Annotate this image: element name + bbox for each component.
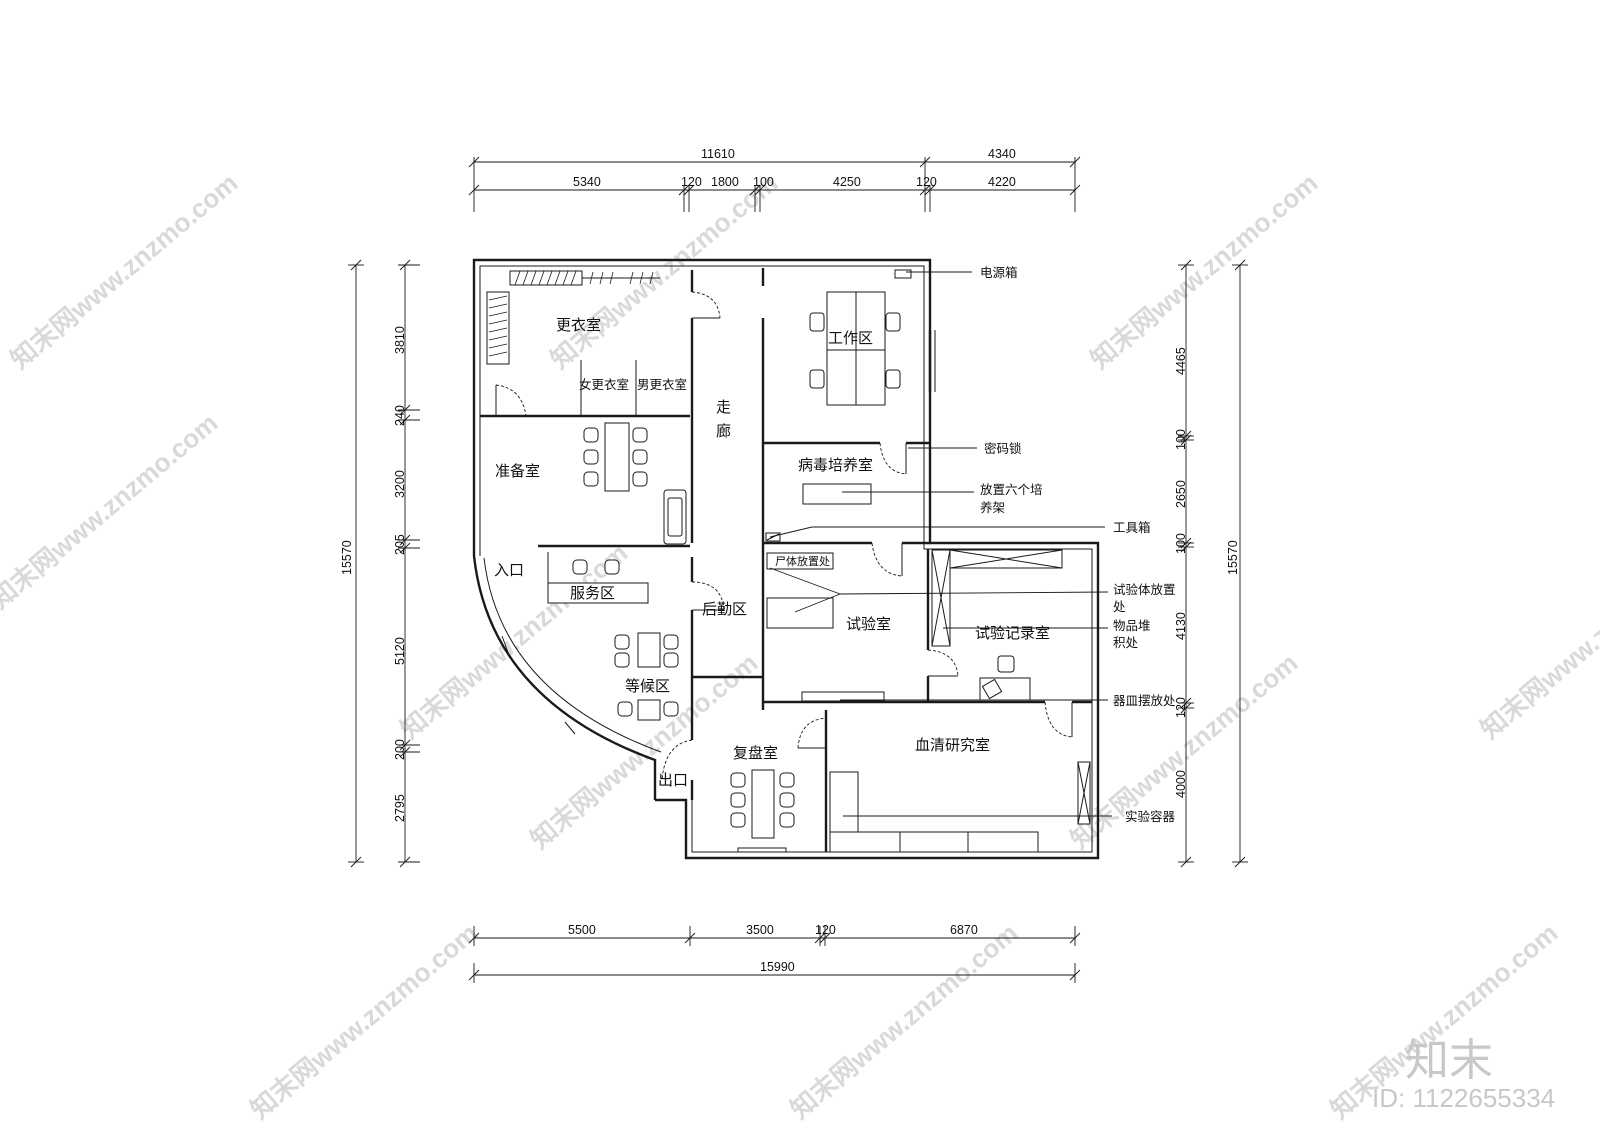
dim-bottom-seg: 6870 [950, 923, 978, 937]
interior-walls [480, 268, 1092, 852]
watermark-text: 知末网www.znzmo.com [1085, 167, 1324, 374]
watermark-text: 知末网www.znzmo.com [785, 917, 1024, 1124]
label-service-area: 服务区 [570, 584, 615, 602]
label-male-changing: 男更衣室 [637, 377, 687, 392]
dim-bottom-total: 15990 [760, 960, 795, 974]
label-prep-room: 准备室 [495, 462, 540, 480]
dim-bottom-seg: 3500 [746, 923, 774, 937]
dim-right-total: 15570 [1226, 540, 1240, 575]
dim-top-seg: 4220 [988, 175, 1016, 189]
label-virus-culture: 病毒培养室 [798, 456, 873, 474]
watermark-text: 知末网www.znzmo.com [0, 407, 223, 614]
dim-left-seg: 205 [393, 534, 407, 555]
dim-top-seg: 4250 [833, 175, 861, 189]
note-containers: 实验容器 [1125, 809, 1176, 824]
dim-right-seg: 4465 [1174, 347, 1188, 375]
label-corpse-storage: 尸体放置处 [775, 554, 830, 568]
label-waiting-area: 等候区 [625, 677, 670, 695]
dim-right-seg: 4130 [1174, 612, 1188, 640]
dim-left-seg: 2795 [393, 794, 407, 822]
dim-left-seg: 3810 [393, 326, 407, 354]
dim-top-seg: 120 [916, 175, 937, 189]
note-power-box: 电源箱 [980, 265, 1018, 280]
note-storage-1: 物品堆 [1113, 618, 1151, 633]
dim-left-seg: 3200 [393, 470, 407, 498]
dim-right-seg: 2650 [1174, 480, 1188, 508]
dim-right-seg: 120 [1174, 697, 1188, 718]
label-entrance: 入口 [494, 561, 524, 579]
dim-top-seg: 120 [681, 175, 702, 189]
bottom-dimensions: 5500 3500 120 6870 15990 [468, 923, 1081, 983]
watermark-layer: 知末网www.znzmo.com 知末网www.znzmo.com 知末网www… [0, 167, 1600, 1124]
id-watermark: ID: 1122655334 [1372, 1083, 1555, 1113]
dim-right-seg: 100 [1174, 533, 1188, 554]
dim-right-seg: 4000 [1174, 770, 1188, 798]
watermark-text: 知末网www.znzmo.com [1065, 647, 1304, 854]
right-dimensions: 15570 4465 100 2650 100 4130 120 4000 [1174, 259, 1248, 868]
note-six-racks-2: 养架 [980, 500, 1005, 515]
note-six-racks-1: 放置六个培 [980, 482, 1043, 497]
dim-right-seg: 100 [1174, 429, 1188, 450]
label-serum-lab: 血清研究室 [915, 736, 990, 754]
label-work-area: 工作区 [828, 329, 873, 347]
dim-bottom-seg: 120 [815, 923, 836, 937]
dim-top-total-right: 4340 [988, 147, 1016, 161]
furniture [486, 269, 1091, 853]
room-labels: 更衣室 女更衣室 男更衣室 工作区 走 廊 准备室 病毒培养室 入口 服务区 后… [494, 316, 1050, 789]
dim-left-seg: 5120 [393, 637, 407, 665]
left-dimensions: 15570 3810 240 3200 205 5120 200 2795 [340, 259, 420, 868]
note-dish-place: 器皿摆放处 [1113, 693, 1176, 708]
dim-bottom-seg: 5500 [568, 923, 596, 937]
annotation-notes: 电源箱 密码锁 放置六个培 养架 工具箱 试验体放置 处 物品堆 积处 器皿摆放… [980, 265, 1176, 824]
note-password-lock: 密码锁 [984, 441, 1022, 456]
label-logistics: 后勤区 [702, 600, 747, 618]
dim-left-total: 15570 [340, 540, 354, 575]
dim-top-total-left: 11610 [701, 147, 735, 161]
label-lab-record: 试验记录室 [975, 624, 1050, 642]
watermark-text: 知末网www.znzmo.com [245, 917, 484, 1124]
dim-top-seg: 5340 [573, 175, 601, 189]
note-specimen-1: 试验体放置 [1113, 582, 1176, 597]
label-exit: 出口 [658, 771, 688, 789]
dim-left-seg: 200 [393, 739, 407, 760]
dim-left-seg: 240 [393, 405, 407, 426]
note-specimen-2: 处 [1113, 599, 1126, 614]
doors [495, 291, 1073, 781]
note-storage-2: 积处 [1113, 635, 1139, 650]
label-lab: 试验室 [846, 615, 891, 633]
top-dimensions: 11610 4340 5340 120 1800 100 4250 120 42… [468, 147, 1081, 212]
dim-top-seg: 100 [753, 175, 774, 189]
leader-lines [769, 271, 1112, 817]
watermark-text: 知末网www.znzmo.com [1475, 537, 1600, 744]
label-corridor-1: 走 [716, 398, 731, 416]
note-toolbox: 工具箱 [1113, 520, 1151, 535]
label-review-room: 复盘室 [733, 744, 778, 762]
watermark-text: 知末网www.znzmo.com [5, 167, 244, 374]
label-corridor-2: 廊 [716, 422, 731, 440]
brand-watermark: 知末 [1405, 1035, 1493, 1086]
label-female-changing: 女更衣室 [579, 377, 629, 392]
dim-top-seg: 1800 [711, 175, 739, 189]
label-changing-room: 更衣室 [556, 316, 601, 334]
